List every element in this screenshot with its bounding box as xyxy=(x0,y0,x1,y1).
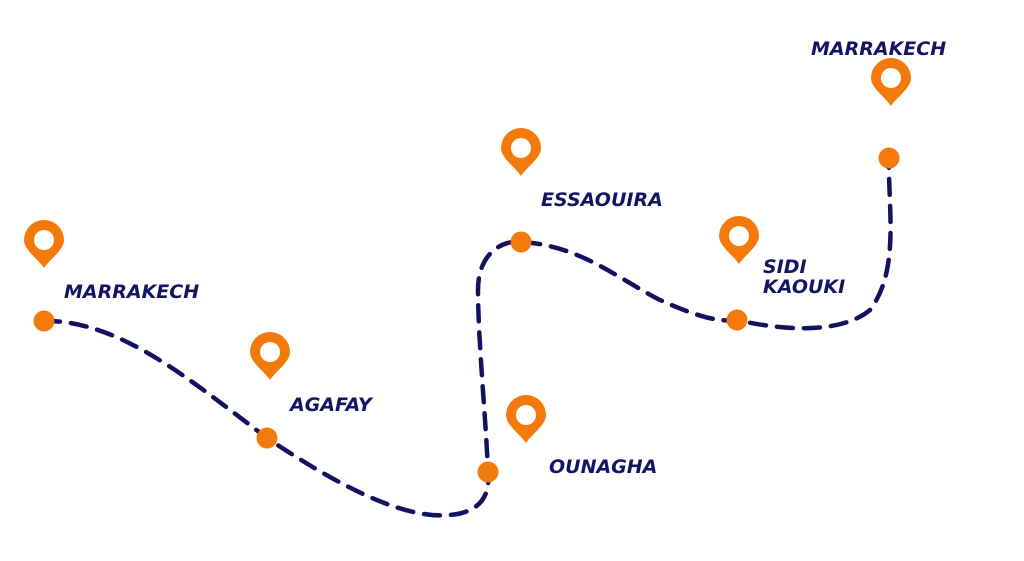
stop-label-marrakech-end: MARRAKECH xyxy=(811,38,947,60)
map-pin-hole xyxy=(881,68,901,88)
map-pin-hole xyxy=(729,226,749,246)
stop-label-essaouira: ESSAOUIRA xyxy=(541,189,663,211)
map-pin-hole xyxy=(34,230,54,250)
stop-label-ounagha: OUNAGHA xyxy=(549,456,658,478)
stop-dot-ounagha xyxy=(477,461,499,483)
stop-label-marrakech-start: MARRAKECH xyxy=(64,281,200,303)
map-pin-hole xyxy=(260,342,280,362)
stop-dot-marrakech-end xyxy=(878,147,900,169)
stop-dot-essaouira xyxy=(510,231,532,253)
stop-dot-marrakech-start xyxy=(33,310,55,332)
map-pin-hole xyxy=(511,138,531,158)
route-dashed-path xyxy=(41,155,893,518)
stop-label-sidi-kaouki: SIDI KAOUKI xyxy=(763,256,846,298)
stop-label-agafay: AGAFAY xyxy=(290,394,372,416)
stop-dot-sidi-kaouki xyxy=(726,309,748,331)
map-pin-hole xyxy=(516,405,536,425)
stop-dot-agafay xyxy=(256,427,278,449)
